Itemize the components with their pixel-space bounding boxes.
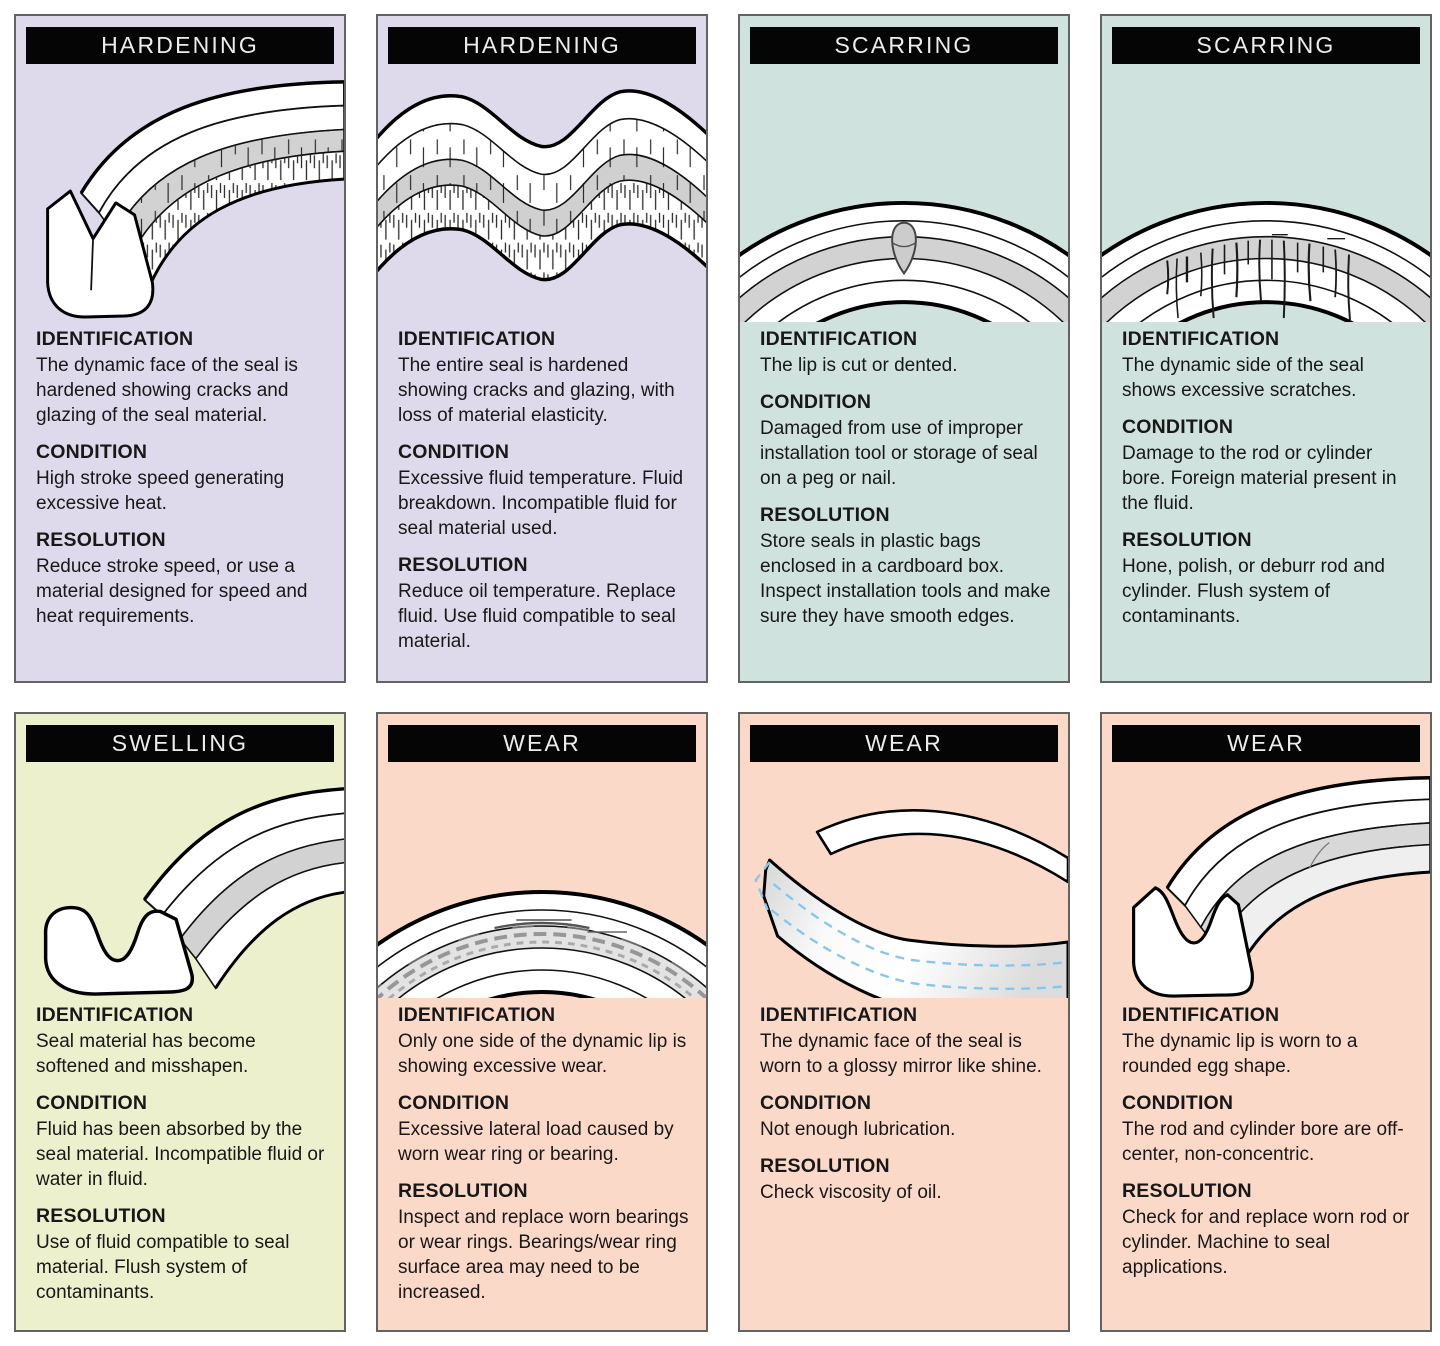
- identification-text: Only one side of the dynamic lip is show…: [398, 1031, 687, 1077]
- condition-text: Damage to the rod or cylinder bore. Fore…: [1122, 443, 1397, 514]
- condition-text: Fluid has been absorbed by the seal mate…: [36, 1119, 325, 1190]
- resolution-heading: RESOLUTION: [36, 1205, 166, 1227]
- condition-heading: CONDITION: [1122, 416, 1234, 438]
- resolution-heading: RESOLUTION: [1122, 529, 1252, 551]
- identification-text: Seal material has become softened and mi…: [36, 1031, 256, 1077]
- condition-heading: CONDITION: [760, 1092, 872, 1114]
- panel-title-bar: SCARRING: [1112, 27, 1420, 64]
- identification-heading: IDENTIFICATION: [398, 1004, 556, 1026]
- panel-title: WEAR: [1227, 730, 1305, 756]
- panel-title: HARDENING: [101, 32, 259, 58]
- panel-text: IDENTIFICATION The dynamic lip is worn t…: [1102, 1004, 1430, 1280]
- resolution-text: Hone, polish, or deburr rod and cylinder…: [1122, 556, 1385, 627]
- resolution-text: Reduce oil temperature. Replace fluid. U…: [398, 581, 676, 652]
- identification-heading: IDENTIFICATION: [36, 328, 194, 350]
- resolution-heading: RESOLUTION: [1122, 1180, 1252, 1202]
- swollen-seal-cross-section-illustration: [16, 762, 344, 998]
- panel-text: IDENTIFICATION The dynamic side of the s…: [1102, 328, 1430, 629]
- panel-wear-3: WEAR IDENTIFICATION The dynamic lip is w…: [1100, 712, 1432, 1332]
- resolution-text: Check for and replace worn rod or cylind…: [1122, 1207, 1410, 1278]
- condition-heading: CONDITION: [36, 1092, 148, 1114]
- identification-heading: IDENTIFICATION: [760, 328, 918, 350]
- identification-text: The dynamic side of the seal shows exces…: [1122, 355, 1364, 401]
- scratch-marks: [1166, 233, 1351, 321]
- condition-text: The rod and cylinder bore are off-center…: [1122, 1119, 1404, 1165]
- failure-mode-grid: HARDENING IDENTIFICATION The dynamic fac…: [14, 14, 1432, 1332]
- panel-text: IDENTIFICATION Only one side of the dyna…: [378, 1004, 706, 1305]
- resolution-heading: RESOLUTION: [760, 504, 890, 526]
- panel-text: IDENTIFICATION The dynamic face of the s…: [740, 1004, 1068, 1205]
- panel-text: IDENTIFICATION The dynamic face of the s…: [16, 328, 344, 629]
- hardened-wavy-seal-illustration: [378, 64, 706, 322]
- panel-title: WEAR: [865, 730, 943, 756]
- resolution-text: Store seals in plastic bags enclosed in …: [760, 531, 1051, 627]
- condition-heading: CONDITION: [398, 1092, 510, 1114]
- identification-text: The dynamic face of the seal is hardened…: [36, 355, 298, 426]
- panel-wear-2: WEAR IDENTIFICATION The dynamic face of …: [738, 712, 1070, 1332]
- condition-text: Excessive fluid temperature. Fluid break…: [398, 468, 684, 539]
- panel-title-bar: SCARRING: [750, 27, 1058, 64]
- condition-heading: CONDITION: [760, 391, 872, 413]
- panel-scarring-1: SCARRING IDENTIFICATION The lip is cu: [738, 14, 1070, 683]
- panel-wear-1: WEAR: [376, 712, 708, 1332]
- condition-text: Excessive lateral load caused by worn we…: [398, 1119, 674, 1165]
- identification-text: The entire seal is hardened showing crac…: [398, 355, 675, 426]
- panel-title-bar: HARDENING: [26, 27, 334, 64]
- panel-text: IDENTIFICATION The entire seal is harden…: [378, 328, 706, 654]
- resolution-heading: RESOLUTION: [398, 554, 528, 576]
- glossy-worn-seal-band-illustration: [740, 762, 1068, 998]
- resolution-text: Inspect and replace worn bearings or wea…: [398, 1207, 689, 1303]
- dented-seal-arc-illustration: [740, 64, 1068, 322]
- condition-text: Not enough lubrication.: [760, 1119, 956, 1140]
- panel-scarring-2: SCARRING: [1100, 14, 1432, 683]
- identification-text: The dynamic face of the seal is worn to …: [760, 1031, 1042, 1077]
- resolution-heading: RESOLUTION: [398, 1180, 528, 1202]
- condition-text: Damaged from use of improper installatio…: [760, 418, 1038, 489]
- scratched-seal-arc-illustration: [1102, 64, 1430, 322]
- identification-heading: IDENTIFICATION: [1122, 328, 1280, 350]
- panel-title: SCARRING: [1196, 32, 1336, 58]
- resolution-heading: RESOLUTION: [760, 1155, 890, 1177]
- scuff-marks: [378, 919, 706, 998]
- panel-text: IDENTIFICATION Seal material has become …: [16, 1004, 344, 1305]
- identification-heading: IDENTIFICATION: [36, 1004, 194, 1026]
- worn-lip-seal-arc-illustration: [378, 762, 706, 998]
- resolution-text: Reduce stroke speed, or use a material d…: [36, 556, 308, 627]
- identification-heading: IDENTIFICATION: [398, 328, 556, 350]
- condition-heading: CONDITION: [36, 441, 148, 463]
- egg-shaped-lip-seal-cross-section-illustration: [1102, 762, 1430, 998]
- panel-title: SCARRING: [834, 32, 974, 58]
- identification-heading: IDENTIFICATION: [760, 1004, 918, 1026]
- hardened-seal-cross-section-illustration: [16, 64, 344, 322]
- resolution-text: Use of fluid compatible to seal material…: [36, 1232, 290, 1303]
- wear-guide-dashes: [754, 861, 1068, 990]
- identification-text: The lip is cut or dented.: [760, 355, 958, 376]
- panel-title-bar: WEAR: [1112, 725, 1420, 762]
- identification-heading: IDENTIFICATION: [1122, 1004, 1280, 1026]
- panel-title-bar: SWELLING: [26, 725, 334, 762]
- resolution-text: Check viscosity of oil.: [760, 1182, 942, 1203]
- panel-title: WEAR: [503, 730, 581, 756]
- condition-heading: CONDITION: [1122, 1092, 1234, 1114]
- resolution-heading: RESOLUTION: [36, 529, 166, 551]
- identification-text: The dynamic lip is worn to a rounded egg…: [1122, 1031, 1358, 1077]
- condition-text: High stroke speed generating excessive h…: [36, 468, 285, 514]
- panel-hardening-2: HARDENING IDENTIFICATION The entire seal…: [376, 14, 708, 683]
- panel-title-bar: WEAR: [750, 725, 1058, 762]
- panel-title-bar: HARDENING: [388, 27, 696, 64]
- panel-swelling: SWELLING IDENTIFICATION Seal material ha…: [14, 712, 346, 1332]
- panel-hardening-1: HARDENING IDENTIFICATION The dynamic fac…: [14, 14, 346, 683]
- panel-text: IDENTIFICATION The lip is cut or dented.…: [740, 328, 1068, 629]
- condition-heading: CONDITION: [398, 441, 510, 463]
- panel-title: HARDENING: [463, 32, 621, 58]
- panel-title: SWELLING: [111, 730, 249, 756]
- panel-title-bar: WEAR: [388, 725, 696, 762]
